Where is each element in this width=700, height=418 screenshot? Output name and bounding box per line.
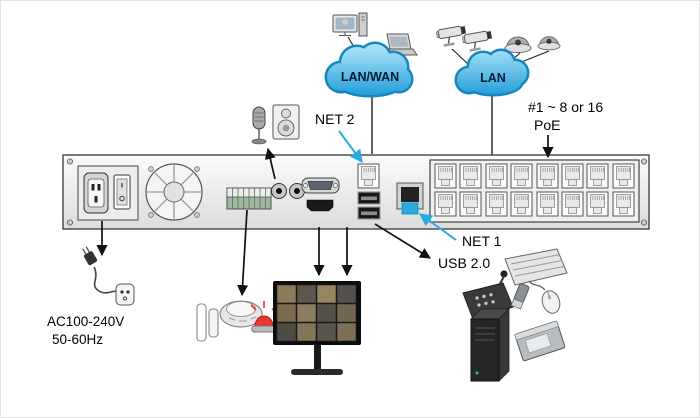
cctv-monitor-icon	[273, 281, 361, 375]
mouse-icon	[528, 280, 561, 314]
power-cord-icon	[82, 246, 135, 306]
smoke-detector-icon	[219, 300, 263, 328]
usb-label: USB 2.0	[438, 255, 490, 271]
cloud-icon-wan: LAN/WAN	[324, 41, 414, 98]
pc-icon	[332, 12, 368, 37]
dome-camera-icon	[537, 36, 561, 51]
door-contact-icon	[196, 303, 219, 342]
usb-stick-icon	[510, 283, 530, 310]
arrows-black	[96, 135, 554, 297]
hdd-tower-icon	[470, 308, 510, 382]
speaker-icon	[272, 104, 300, 140]
net2-port	[357, 163, 380, 189]
dome-camera-icon	[504, 36, 532, 53]
power-label-line2: 50-60Hz	[52, 332, 103, 347]
cloud-wan-label: LAN/WAN	[341, 70, 399, 84]
power-inlet	[77, 165, 139, 221]
audio-jacks	[271, 183, 305, 199]
net1-port	[396, 182, 424, 215]
keyboard-icon	[504, 248, 568, 286]
panel-screws	[67, 158, 648, 226]
poe-label-line1: #1 ~ 8 or 16	[528, 99, 603, 115]
poe-ports	[429, 159, 640, 223]
cloud-lan-label: LAN	[480, 71, 506, 85]
net1-label: NET 1	[462, 233, 502, 249]
net2-label: NET 2	[315, 111, 355, 127]
microphone-icon	[251, 106, 267, 145]
rear-panel	[62, 154, 650, 230]
poe-label-line2: PoE	[534, 117, 560, 133]
fan-icon	[145, 163, 203, 221]
cloud-icon-lan: LAN	[454, 48, 530, 97]
arrows-blue	[338, 130, 457, 241]
hdd-drive-icon	[514, 320, 566, 362]
power-label-line1: AC100-240V	[47, 314, 124, 329]
hdmi-port	[306, 199, 334, 212]
bullet-camera-icon	[461, 29, 495, 54]
vga-port	[301, 177, 340, 194]
terminal-block	[226, 187, 272, 210]
